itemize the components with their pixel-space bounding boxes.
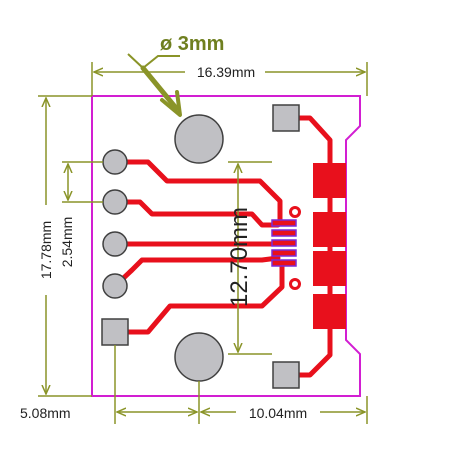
- trace-4: [112, 255, 281, 289]
- pitch-dimension-text: 2.54mm: [59, 217, 75, 268]
- ic-via-top: [289, 206, 301, 218]
- mounting-hole-top: [174, 114, 224, 164]
- through-hole-pads: [101, 104, 300, 389]
- pin-pad-2: [102, 189, 128, 215]
- ic-pin-1: [271, 219, 297, 227]
- smd-pad-4: [313, 294, 346, 329]
- smd-pad-1: [313, 163, 346, 198]
- pin-pad-3: [102, 231, 128, 257]
- right-offset-text: 10.04mm: [249, 405, 307, 421]
- pitch-dimension: 2.54mm: [59, 161, 103, 268]
- left-offset-text: 5.08mm: [20, 405, 71, 421]
- mounting-holes: [174, 114, 224, 382]
- square-pad-top: [272, 104, 300, 132]
- trace-2: [112, 199, 281, 228]
- square-pad-bottom: [272, 361, 300, 389]
- pin-pad-1: [102, 149, 128, 175]
- pin-pad-4: [102, 273, 128, 299]
- height-dimension: 17.78mm: [38, 95, 92, 397]
- ic-via-bottom: [289, 278, 301, 290]
- width-dimension-text: 16.39mm: [197, 64, 255, 80]
- pin-pad-5-square: [101, 318, 129, 346]
- hole-callout-leader: [127, 53, 180, 70]
- smd-pads: [313, 163, 346, 329]
- hole-callout-text: ø 3mm: [160, 33, 224, 55]
- trace-5: [112, 263, 285, 335]
- pad-span-dimension: 12.70mm: [226, 161, 272, 355]
- smd-pad-3: [313, 251, 346, 286]
- hole-callout-arrowhead: [160, 90, 182, 117]
- height-dimension-text: 17.78mm: [38, 221, 54, 279]
- trace-1: [112, 159, 283, 225]
- ic-pin-5: [271, 259, 297, 267]
- ic-pin-4: [271, 249, 297, 257]
- ic-footprint: [271, 206, 301, 290]
- pad-span-dimension-text: 12.70mm: [226, 207, 253, 307]
- mounting-hole-bottom: [174, 332, 224, 382]
- width-dimension: 16.39mm: [91, 62, 368, 96]
- bottom-dimensions: 5.08mm 10.04mm: [20, 345, 368, 424]
- ic-pin-3: [271, 239, 297, 247]
- ic-pin-2: [271, 229, 297, 237]
- smd-pad-2: [313, 212, 346, 247]
